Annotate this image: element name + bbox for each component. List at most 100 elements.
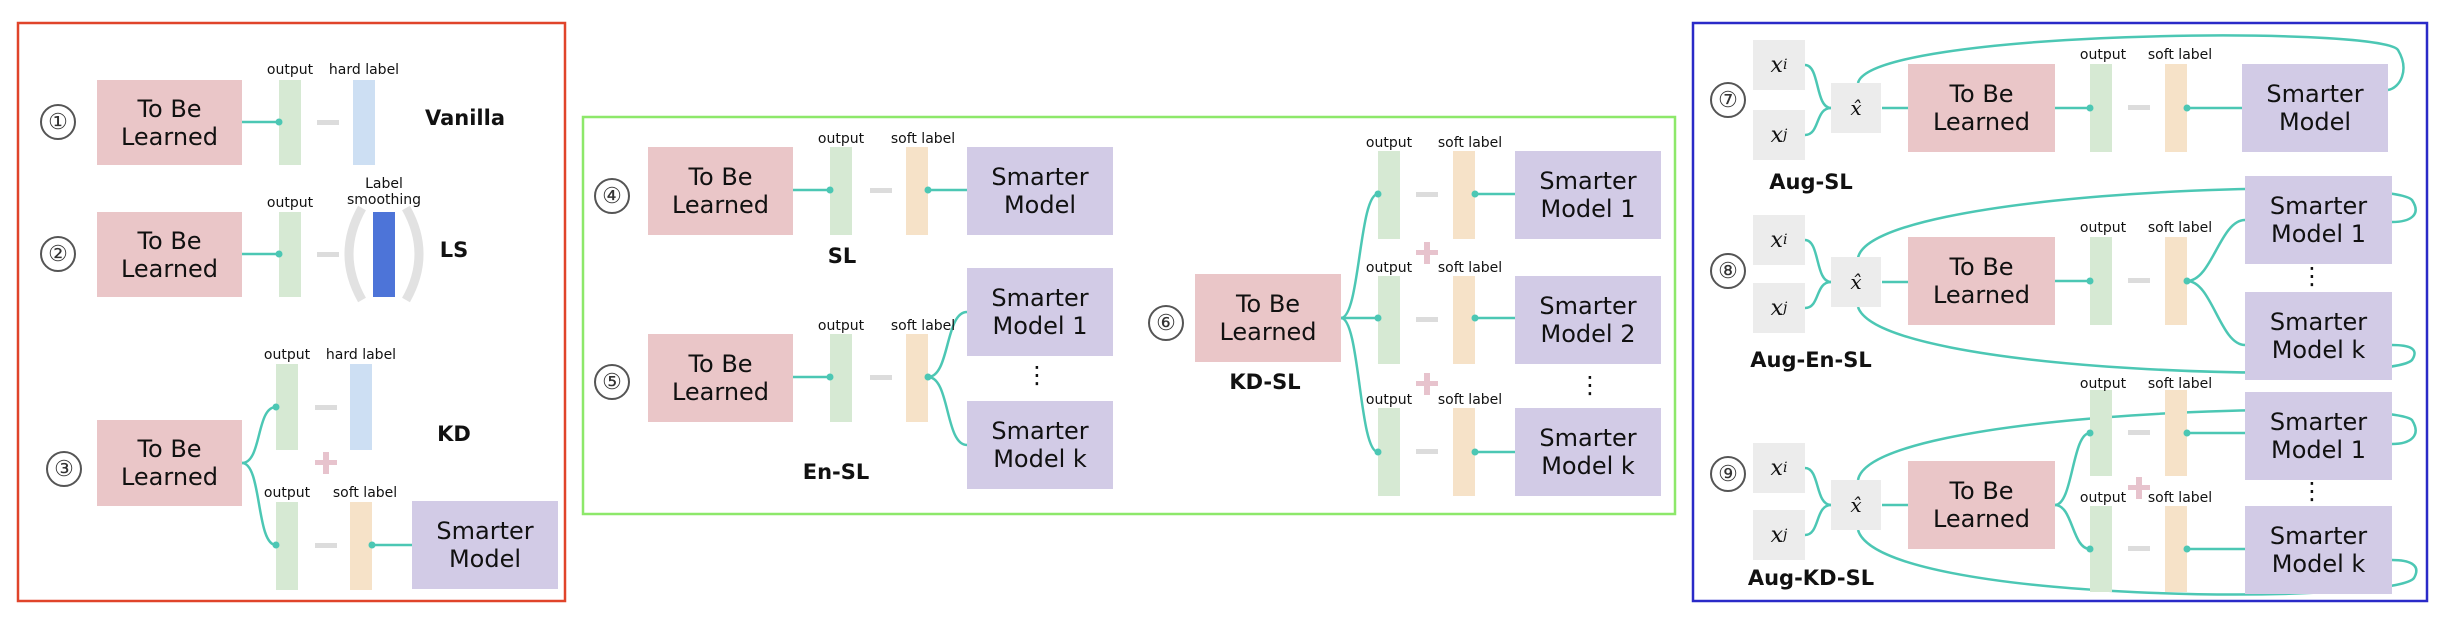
connector	[2054, 503, 2091, 551]
teacher-label: Smarter Model	[991, 163, 1089, 219]
smoothed-label-bar	[373, 212, 395, 297]
connector-dot	[272, 541, 280, 549]
learner-box: To Be Learned	[97, 212, 242, 297]
minus-sign	[1416, 317, 1438, 322]
teacher-label: Smarter Model 1	[1539, 167, 1637, 223]
connector-dot	[924, 186, 932, 194]
connector-dot	[2183, 277, 2191, 285]
learner-label: To Be Learned	[1932, 80, 2031, 136]
soft-label-caption: soft label	[332, 485, 398, 501]
teacher-label: Smarter Model 2	[1539, 292, 1637, 348]
learner-box: To Be Learned	[1195, 274, 1341, 362]
teacher-box: Smarter Model k	[2245, 292, 2392, 380]
marker-1: ①	[40, 104, 76, 140]
teacher-box: Smarter Model 2	[1515, 276, 1661, 364]
teacher-label: Smarter Model k	[1539, 424, 1637, 480]
output-bar	[2090, 64, 2112, 152]
frame-self-learning	[581, 115, 1677, 516]
connector-dot	[368, 541, 376, 549]
soft-label-caption: soft label	[2147, 220, 2213, 236]
minus-sign	[2128, 546, 2150, 551]
teacher-box: Smarter Model 1	[2245, 392, 2392, 480]
output-bar	[1378, 276, 1400, 364]
mixed-input: x̂	[1831, 480, 1881, 530]
learner-label: To Be Learned	[1932, 253, 2031, 309]
learner-label: To Be Learned	[671, 350, 770, 406]
soft-label-bar	[2165, 237, 2187, 325]
minus-sign	[2128, 430, 2150, 435]
connector	[2054, 431, 2091, 507]
plus-sign-v	[323, 452, 329, 474]
method-name-aug-en-sl: Aug-En-SL	[1750, 348, 1872, 372]
teacher-box: Smarter Model	[2242, 64, 2388, 152]
connector-dot	[2086, 429, 2094, 437]
connector-dot	[2183, 429, 2191, 437]
left-bracket	[344, 205, 366, 303]
connector	[2186, 218, 2246, 283]
connector-dot	[1374, 448, 1382, 456]
hard-label-caption: hard label	[328, 62, 400, 78]
output-bar	[279, 80, 301, 165]
output-bar	[830, 147, 852, 235]
output-bar	[2090, 390, 2112, 476]
learner-box: To Be Learned	[97, 420, 242, 506]
learner-box: To Be Learned	[648, 334, 793, 422]
output-caption: output	[817, 318, 865, 334]
ellipsis: ⋮	[2300, 262, 2324, 290]
marker-6: ⑥	[1148, 305, 1184, 341]
learner-label: To Be Learned	[1932, 477, 2031, 533]
marker-5: ⑤	[594, 364, 630, 400]
marker-9: ⑨	[1710, 456, 1746, 492]
output-bar	[2090, 237, 2112, 325]
connector	[1340, 316, 1379, 454]
learner-label: To Be Learned	[1219, 290, 1317, 346]
output-caption: output	[2079, 220, 2127, 236]
connector-dot	[1374, 190, 1382, 198]
teacher-label: Smarter Model k	[991, 417, 1089, 473]
hard-label-bar	[353, 80, 375, 165]
connector	[1340, 192, 1379, 320]
mixed-input: x̂	[1831, 83, 1881, 133]
output-bar	[2090, 506, 2112, 592]
soft-label-caption: soft label	[1437, 135, 1503, 151]
connector-dot	[826, 373, 834, 381]
teacher-label: Smarter Model k	[2269, 308, 2368, 364]
connector-dot	[826, 186, 834, 194]
connector-dot	[275, 250, 283, 258]
minus-sign	[1416, 449, 1438, 454]
minus-sign	[2128, 278, 2150, 283]
teacher-box: Smarter Model 1	[967, 268, 1113, 356]
soft-label-bar	[906, 334, 928, 422]
soft-label-bar	[2165, 64, 2187, 152]
marker-3: ③	[46, 451, 82, 487]
teacher-box: Smarter Model 1	[2245, 176, 2392, 264]
connector-dot	[1471, 190, 1479, 198]
connector-dot	[2183, 104, 2191, 112]
output-caption: output	[266, 62, 314, 78]
right-bracket	[402, 205, 424, 303]
method-name-aug-sl: Aug-SL	[1769, 170, 1853, 194]
learner-box: To Be Learned	[1908, 461, 2055, 549]
method-name-kd-sl: KD-SL	[1229, 370, 1301, 394]
teacher-box: Smarter Model 1	[1515, 151, 1661, 239]
connector-dot	[1471, 314, 1479, 322]
output-bar	[279, 212, 301, 297]
loop-connector	[1856, 34, 2405, 92]
connector-dot	[272, 403, 280, 411]
output-bar	[276, 364, 298, 450]
method-name-sl: SL	[827, 244, 857, 268]
marker-7: ⑦	[1710, 82, 1746, 118]
method-name-en-sl: En-SL	[802, 460, 870, 484]
minus-sign	[1416, 192, 1438, 197]
soft-label-caption: soft label	[2147, 490, 2213, 506]
frame-augmented	[1691, 21, 2429, 603]
connector-dot	[1471, 448, 1479, 456]
connector	[1804, 466, 1832, 507]
teacher-label: Smarter Model	[2266, 80, 2364, 136]
soft-label-bar	[1453, 151, 1475, 239]
teacher-label: Smarter Model 1	[2269, 192, 2368, 248]
